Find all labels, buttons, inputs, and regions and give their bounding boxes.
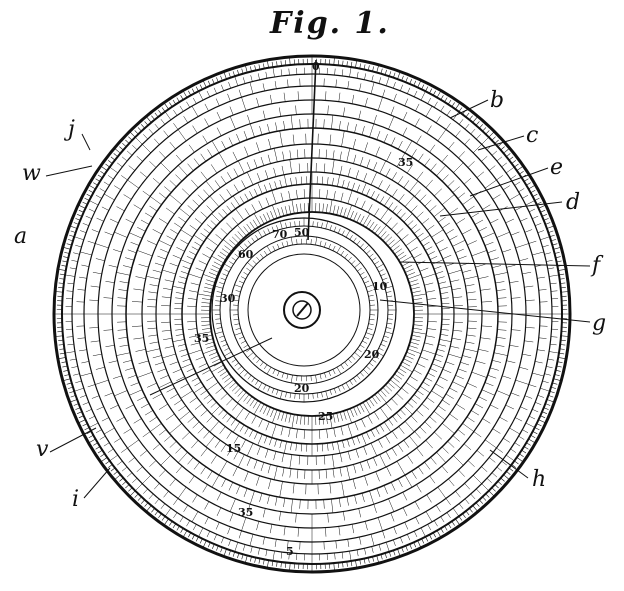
tick-ring (72, 74, 552, 554)
ring (181, 183, 443, 445)
label-e: e (550, 155, 563, 180)
ring (195, 197, 429, 431)
label-c: c (526, 123, 538, 148)
tick-ring (156, 159, 468, 469)
scale-number: 30 (220, 292, 236, 305)
scale-number: 20 (364, 348, 380, 361)
scale-number: 0 (312, 60, 320, 73)
label-leader-lines (45, 99, 591, 499)
scale-number: 35 (238, 506, 253, 519)
label-w: w (22, 161, 41, 186)
label-g: g (592, 311, 606, 336)
leader-line (379, 299, 591, 323)
leader-line (83, 467, 111, 499)
scale-number: 25 (318, 410, 333, 423)
scale-number: 10 (372, 280, 388, 293)
inner-disc-ring (237, 243, 371, 377)
scale-number: 60 (238, 248, 254, 261)
tick-ring (196, 198, 428, 430)
index-line (307, 59, 317, 241)
tick-ring (84, 86, 540, 542)
label-j: j (63, 117, 75, 142)
tick-ring (170, 172, 454, 456)
tick-ring (126, 130, 498, 498)
leader-line (45, 165, 93, 177)
scale-number: 50 (294, 226, 310, 239)
leader-line (449, 99, 489, 119)
label-b: b (490, 88, 504, 113)
leader-line (489, 449, 529, 479)
tick-ring (112, 115, 512, 513)
inner-disc-ring (247, 253, 361, 367)
tick-ring (212, 218, 396, 402)
leader-line (49, 427, 97, 453)
leader-line (81, 133, 91, 151)
diagonal-index-line (149, 337, 273, 396)
scale-number: 35 (398, 156, 413, 169)
tick-ring (182, 184, 442, 444)
hub-inner-circle (292, 300, 312, 320)
label-i: i (72, 487, 79, 512)
label-d: d (566, 190, 580, 215)
tick-ring (62, 64, 562, 564)
leader-line (469, 167, 549, 197)
leader-line (399, 261, 591, 267)
label-f: f (590, 253, 604, 278)
tick-ring (142, 144, 482, 484)
hub-slot (296, 302, 309, 317)
scale-number: 5 (286, 545, 294, 558)
label-v: v (36, 437, 49, 462)
figure-title: Fig. 1. (270, 6, 390, 41)
label-h: h (532, 467, 546, 492)
hub-outer-circle (283, 291, 321, 329)
label-a: a (14, 224, 27, 249)
tick-ring (98, 100, 526, 528)
scale-number: 70 (272, 228, 288, 241)
scale-number: 20 (294, 382, 310, 395)
scale-tick-marks (54, 56, 570, 572)
leader-line (439, 201, 563, 217)
scale-number: 15 (226, 442, 241, 455)
leader-line (477, 135, 525, 151)
tick-ring (54, 56, 570, 572)
scale-number: 35 (194, 332, 209, 345)
tick-ring (230, 237, 378, 383)
